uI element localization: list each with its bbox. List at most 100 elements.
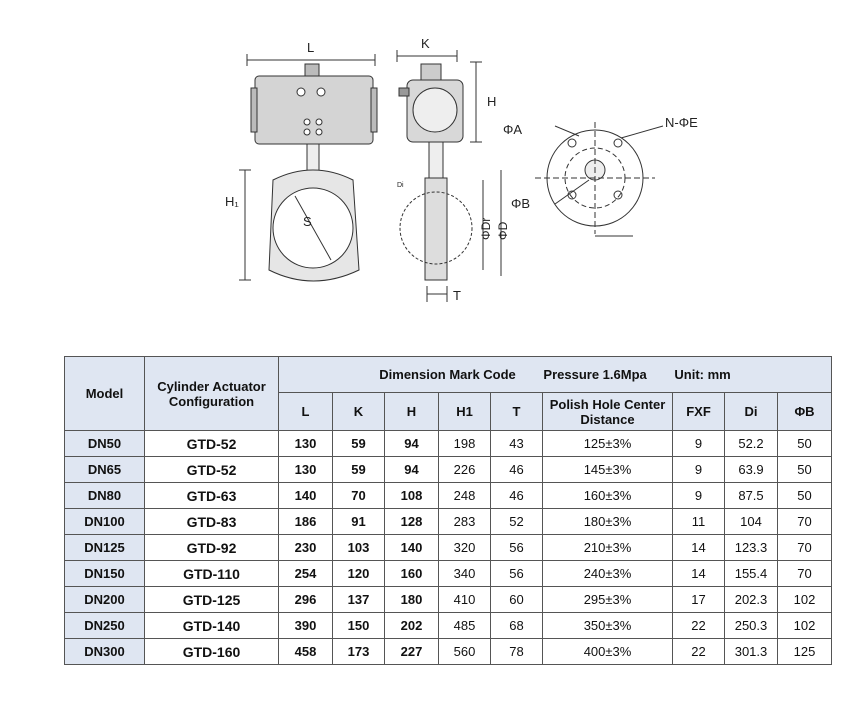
value-cell: 137 (332, 586, 385, 613)
model-cell: DN80 (64, 482, 145, 509)
value-cell: 180 (384, 586, 439, 613)
label-T: T (453, 288, 461, 303)
value-cell: 320 (438, 534, 491, 561)
model-cell: DN150 (64, 560, 145, 587)
value-cell: 70 (776, 534, 833, 561)
value-cell: 94 (384, 456, 439, 483)
value-cell: 120 (332, 560, 385, 587)
unit-label: Unit: mm (674, 367, 731, 382)
config-cell: GTD-110 (144, 560, 279, 587)
value-cell: 340 (438, 560, 491, 587)
column-header: Di (724, 392, 778, 431)
value-cell: 102 (776, 586, 833, 613)
value-cell: 226 (438, 456, 491, 483)
column-header: Polish Hole Center Distance (542, 392, 673, 431)
value-cell: 390 (278, 612, 333, 639)
label-D: ΦD (496, 221, 510, 240)
dimension-header: Dimension Mark Code Pressure 1.6Mpa Unit… (277, 356, 833, 393)
actuator-top-shaft (304, 63, 320, 77)
value-cell: 78 (490, 638, 543, 665)
column-header: K (332, 392, 385, 431)
config-cell: GTD-140 (144, 612, 279, 639)
column-header: H (384, 392, 439, 431)
value-cell: 52.2 (724, 430, 778, 457)
value-cell: 56 (490, 560, 543, 587)
value-cell: 22 (672, 612, 725, 639)
label-S: S (303, 214, 312, 229)
dimension-title: Dimension Mark Code (379, 367, 516, 382)
model-header: Model (64, 356, 145, 431)
value-cell: 14 (672, 560, 725, 587)
value-cell: 87.5 (724, 482, 778, 509)
config-cell: GTD-160 (144, 638, 279, 665)
specification-table: Model Cylinder Actuator Configuration Di… (64, 356, 833, 665)
value-cell: 160±3% (542, 482, 673, 509)
value-cell: 295±3% (542, 586, 673, 613)
value-cell: 150 (332, 612, 385, 639)
value-cell: 9 (672, 456, 725, 483)
model-cell: DN65 (64, 456, 145, 483)
value-cell: 108 (384, 482, 439, 509)
value-cell: 9 (672, 430, 725, 457)
value-cell: 296 (278, 586, 333, 613)
value-cell: 50 (776, 456, 833, 483)
actuator-body-front (254, 75, 374, 145)
value-cell: 301.3 (724, 638, 778, 665)
value-cell: 458 (278, 638, 333, 665)
value-cell: 52 (490, 508, 543, 535)
value-cell: 125±3% (542, 430, 673, 457)
value-cell: 140 (278, 482, 333, 509)
model-cell: DN300 (64, 638, 145, 665)
label-Dr: ΦDr (479, 218, 493, 240)
model-cell: DN100 (64, 508, 145, 535)
column-header: T (490, 392, 543, 431)
value-cell: 91 (332, 508, 385, 535)
config-cell: GTD-92 (144, 534, 279, 561)
label-L: L (307, 40, 314, 55)
value-cell: 68 (490, 612, 543, 639)
value-cell: 227 (384, 638, 439, 665)
label-B: ΦB (511, 196, 530, 211)
column-header: ΦB (776, 392, 833, 431)
config-cell: GTD-63 (144, 482, 279, 509)
value-cell: 22 (672, 638, 725, 665)
config-cell: GTD-52 (144, 456, 279, 483)
model-cell: DN200 (64, 586, 145, 613)
value-cell: 94 (384, 430, 439, 457)
value-cell: 240±3% (542, 560, 673, 587)
value-cell: 283 (438, 508, 491, 535)
value-cell: 50 (776, 430, 833, 457)
value-cell: 104 (724, 508, 778, 535)
label-K: K (421, 36, 430, 51)
value-cell: 102 (776, 612, 833, 639)
value-cell: 155.4 (724, 560, 778, 587)
value-cell: 230 (278, 534, 333, 561)
value-cell: 103 (332, 534, 385, 561)
value-cell: 60 (490, 586, 543, 613)
value-cell: 160 (384, 560, 439, 587)
config-header: Cylinder Actuator Configuration (144, 356, 279, 431)
label-A: ΦA (503, 122, 522, 137)
value-cell: 410 (438, 586, 491, 613)
value-cell: 43 (490, 430, 543, 457)
model-cell: DN125 (64, 534, 145, 561)
column-header: FXF (672, 392, 725, 431)
label-H: H (487, 94, 496, 109)
value-cell: 9 (672, 482, 725, 509)
value-cell: 46 (490, 482, 543, 509)
value-cell: 130 (278, 456, 333, 483)
value-cell: 202 (384, 612, 439, 639)
value-cell: 63.9 (724, 456, 778, 483)
value-cell: 14 (672, 534, 725, 561)
